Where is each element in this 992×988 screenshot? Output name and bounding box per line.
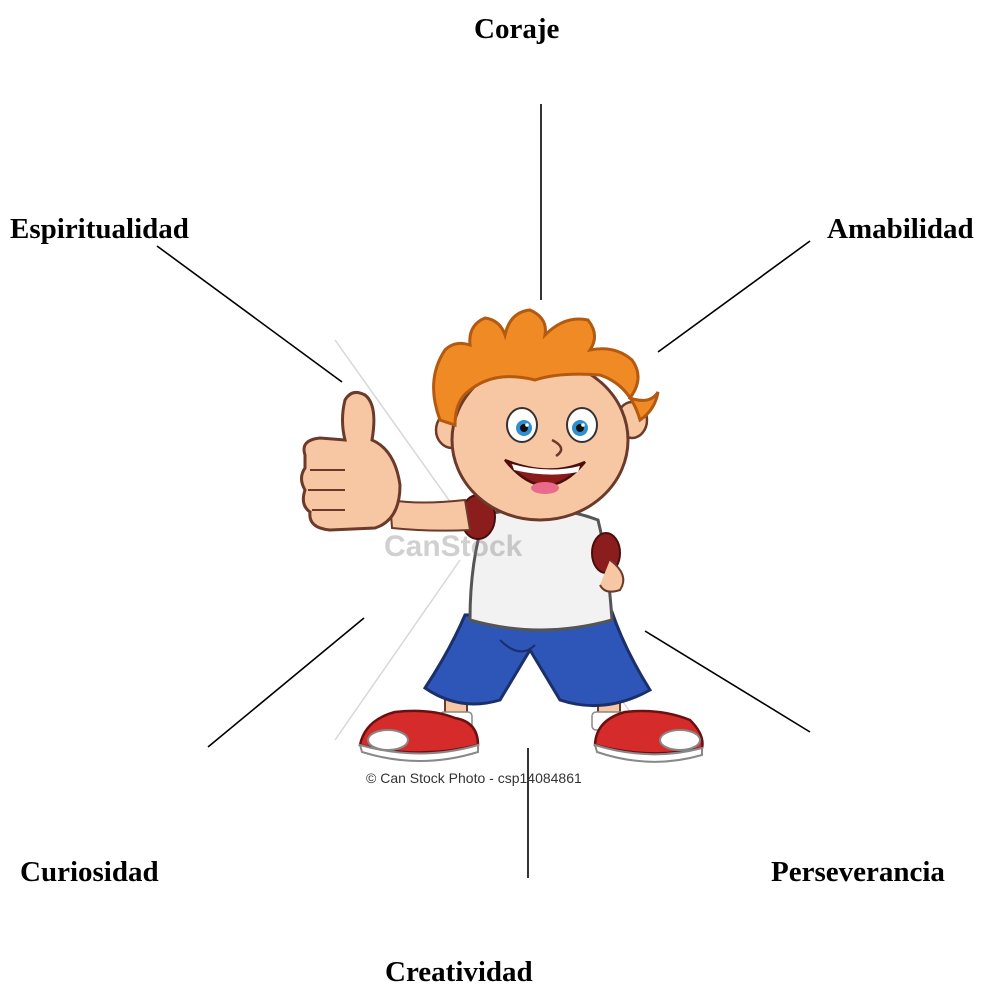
connector-lower-left — [207, 617, 365, 748]
connector-upper-right — [657, 240, 811, 353]
label-top: Coraje — [474, 13, 560, 45]
label-upper-right: Amabilidad — [827, 213, 974, 245]
connector-lower-right — [644, 630, 811, 733]
label-lower-right: Perseverancia — [771, 856, 945, 888]
watermark-text: CanStock — [384, 530, 523, 563]
label-bottom: Creatividad — [385, 956, 533, 988]
cartoon-boy-illustration — [300, 308, 704, 763]
connector-upper-left — [156, 245, 343, 383]
photo-credit: © Can Stock Photo - csp14084861 — [366, 770, 582, 786]
label-upper-left: Espiritualidad — [10, 213, 189, 245]
label-lower-left: Curiosidad — [20, 856, 159, 888]
